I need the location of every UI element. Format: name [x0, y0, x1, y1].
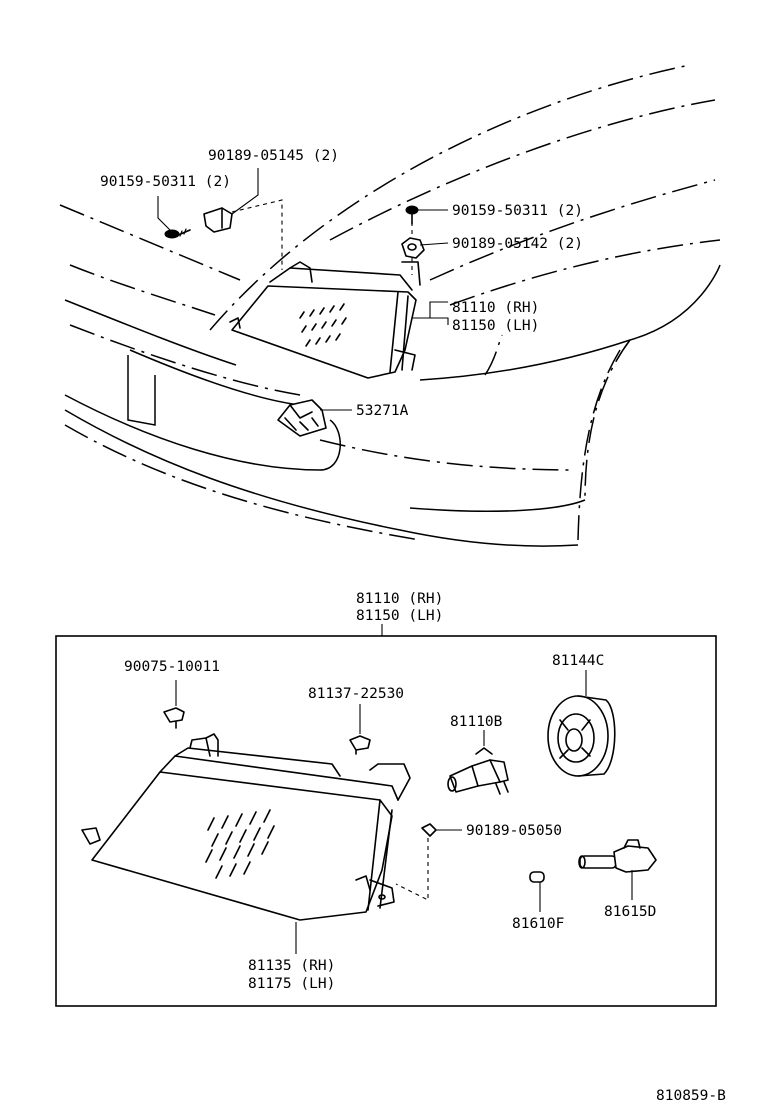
upper-leaders	[157, 168, 449, 411]
screw-lower	[163, 707, 185, 729]
nut-top-left	[203, 207, 233, 233]
label-nut-lower: 90189-05050	[466, 823, 562, 839]
label-clip: 81137-22530	[308, 686, 404, 702]
label-bulb: 81110B	[450, 714, 503, 730]
label-headlamp-lh-top: 81150 (LH)	[452, 318, 539, 334]
assembly-frame	[55, 635, 717, 1007]
lens-pattern-top	[299, 303, 347, 347]
nut-top-right	[401, 237, 425, 259]
small-socket	[578, 839, 657, 873]
label-screw-top-left: 90159-50311 (2)	[100, 174, 231, 190]
figure-code: 810859-B	[656, 1088, 726, 1104]
label-housing-lh: 81175 (LH)	[248, 976, 335, 992]
label-housing-rh: 81135 (RH)	[248, 958, 335, 974]
label-small-bulb: 81610F	[512, 916, 564, 932]
label-nut-top-left: 90189-05145 (2)	[208, 148, 339, 164]
screw-top-right	[405, 205, 419, 225]
label-socket-cover: 81144C	[552, 653, 604, 669]
label-assy-rh: 81110 (RH)	[356, 591, 443, 607]
label-bracket: 53271A	[356, 403, 409, 419]
screw-top-left	[164, 228, 191, 239]
label-screw-lower: 90075-10011	[124, 659, 220, 675]
label-screw-top-right: 90159-50311 (2)	[452, 203, 583, 219]
bracket-part	[277, 399, 327, 437]
label-nut-top-right: 90189-05142 (2)	[452, 236, 583, 252]
label-small-socket: 81615D	[604, 904, 656, 920]
socket-cover	[547, 695, 616, 777]
bulb-part	[447, 747, 509, 795]
headlamp-installed	[229, 261, 421, 379]
car-body-outline	[59, 64, 721, 547]
lens-pattern	[205, 809, 275, 879]
headlamp-housing	[81, 733, 411, 921]
small-bulb	[529, 871, 545, 883]
clip-part	[349, 735, 371, 755]
label-assy-lh: 81150 (LH)	[356, 608, 443, 624]
label-headlamp-rh-top: 81110 (RH)	[452, 300, 539, 316]
nut-lower	[421, 823, 437, 837]
